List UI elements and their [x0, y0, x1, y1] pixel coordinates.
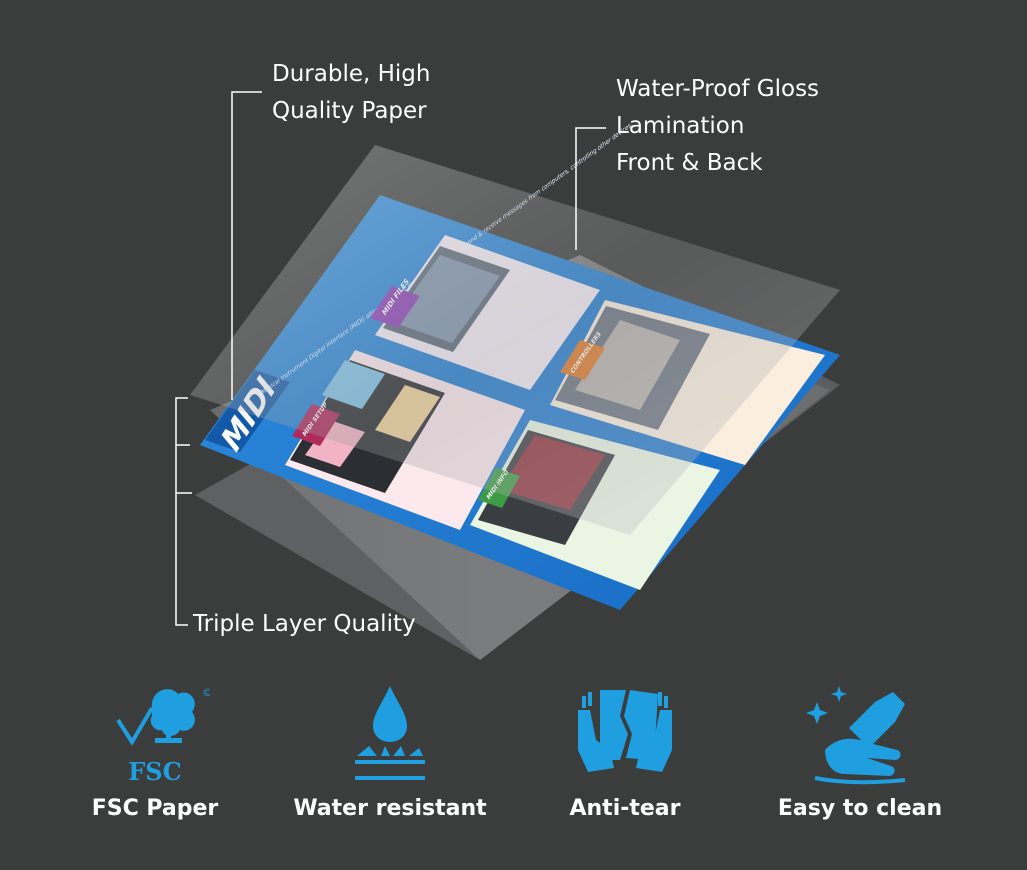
- feature-fsc: © FSC: [35, 680, 275, 790]
- front-lamination-layer: [190, 145, 840, 535]
- callout-paper-quality: Durable, High Quality Paper: [272, 56, 430, 130]
- feature-water-label: Water resistant: [293, 796, 487, 821]
- callout-triple-layer: Triple Layer Quality: [193, 611, 416, 637]
- callout-paper-line-1: Durable, High: [272, 61, 431, 87]
- feature-water: [270, 680, 510, 790]
- water-drop-icon: [355, 686, 425, 780]
- fsc-tree-icon: © FSC: [116, 686, 210, 786]
- callout-leader-lines: [175, 91, 606, 626]
- callout-lamination-line-1: Water-Proof Gloss: [616, 76, 820, 102]
- fsc-badge-text: FSC: [128, 757, 181, 786]
- callout-lamination-line-3: Front & Back: [616, 150, 763, 176]
- fsc-copyright-mark: ©: [202, 686, 210, 699]
- feature-fsc-label: FSC Paper: [91, 796, 219, 821]
- callout-lamination: Water-Proof Gloss Lamination Front & Bac…: [616, 71, 819, 182]
- cleaning-hand-icon: [806, 686, 906, 785]
- feature-easy-clean: [740, 680, 980, 790]
- feature-anti-tear: [505, 680, 745, 790]
- feature-anti-tear-label: Anti-tear: [569, 796, 681, 821]
- callout-paper-line-2: Quality Paper: [272, 98, 427, 124]
- feature-easy-clean-label: Easy to clean: [777, 796, 943, 821]
- callout-lamination-line-2: Lamination: [616, 113, 745, 139]
- torn-paper-icon: [578, 690, 672, 772]
